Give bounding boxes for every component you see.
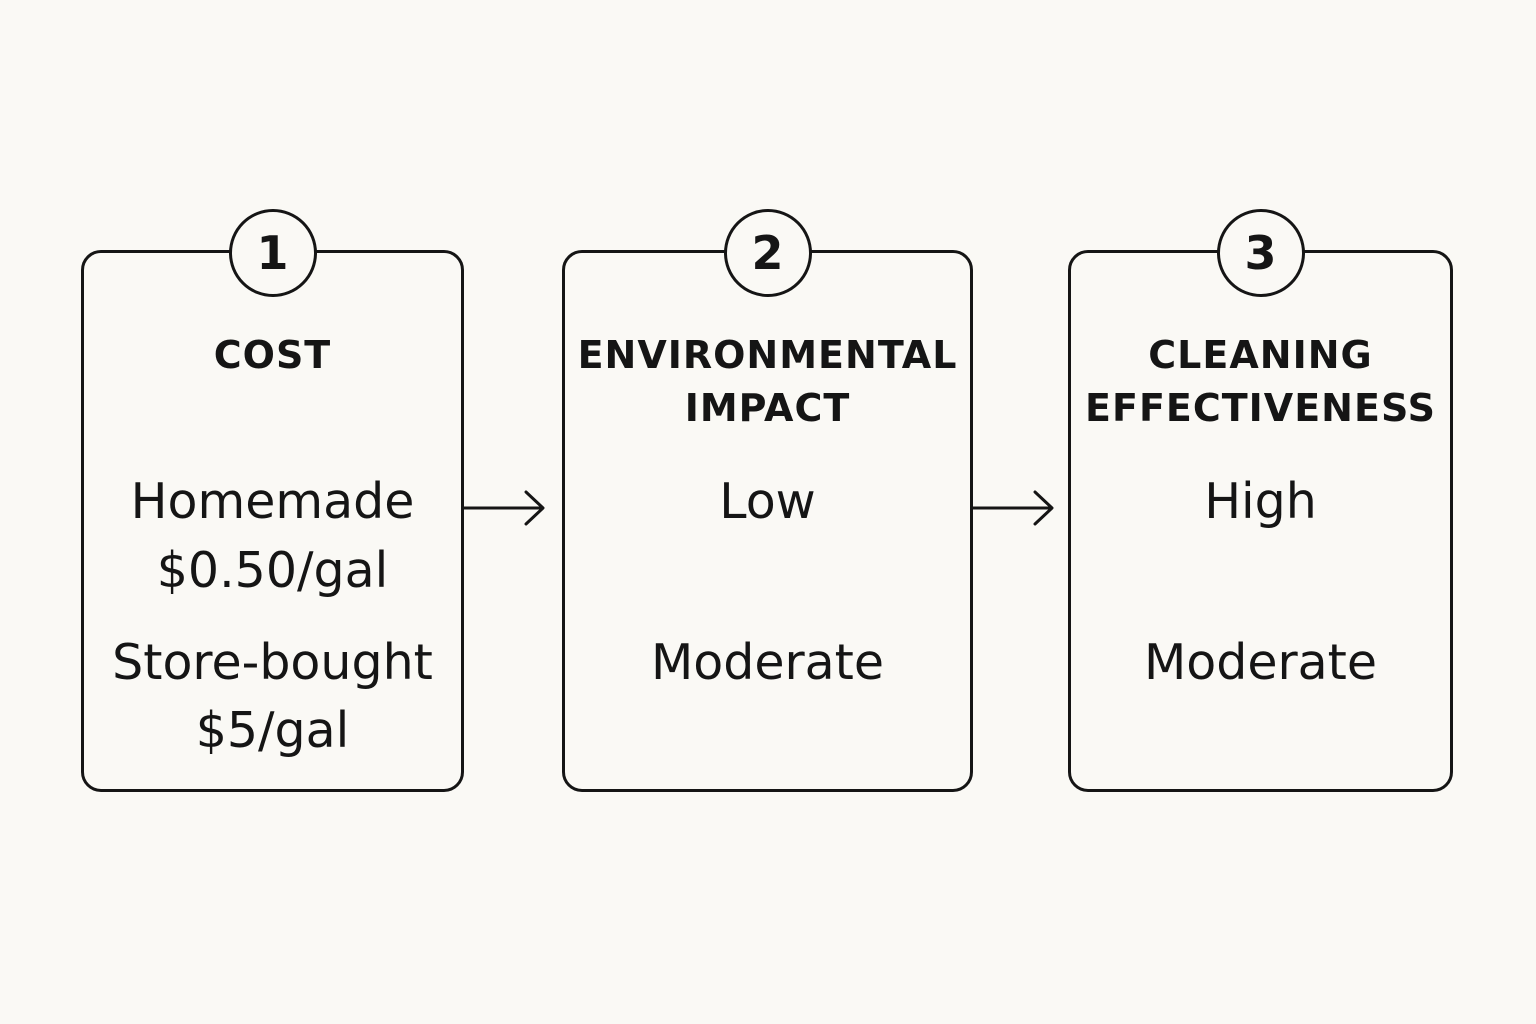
card-title-line: CLEANING <box>1148 333 1373 377</box>
cost-label-homemade: Homemade <box>130 473 415 530</box>
right-arrow-icon <box>971 490 1054 526</box>
impact-homemade-value: Low <box>719 473 816 530</box>
cost-value-homemade: $0.50/gal <box>156 542 389 599</box>
card-title-line: IMPACT <box>684 386 851 430</box>
cost-label-store-bought: Store-bought <box>112 634 433 691</box>
card-title: CLEANING EFFECTIVENESS <box>1071 329 1450 435</box>
card-cleaning-effectiveness: 3 CLEANING EFFECTIVENESS High Moderate <box>1068 209 1453 792</box>
impact-store-bought-value: Moderate <box>650 634 885 691</box>
right-arrow-icon <box>462 490 545 526</box>
card-title: COST <box>84 329 461 382</box>
step-number-badge: 1 <box>228 209 317 297</box>
effectiveness-homemade-value: High <box>1204 473 1317 530</box>
card-title-line: EFFECTIVENESS <box>1085 386 1436 430</box>
card-environmental-impact: 2 ENVIRONMENTAL IMPACT Low Moderate <box>562 209 973 792</box>
step-number-badge: 2 <box>723 209 812 297</box>
step-number-badge: 3 <box>1216 209 1305 297</box>
card-title-line: ENVIRONMENTAL <box>577 333 958 377</box>
cost-value-store-bought: $5/gal <box>195 702 350 759</box>
effectiveness-store-bought-value: Moderate <box>1143 634 1378 691</box>
card-cost: 1 COST Homemade $0.50/gal Store-bought $… <box>81 209 464 792</box>
card-title: ENVIRONMENTAL IMPACT <box>565 329 970 435</box>
card-title-line: COST <box>213 333 332 377</box>
